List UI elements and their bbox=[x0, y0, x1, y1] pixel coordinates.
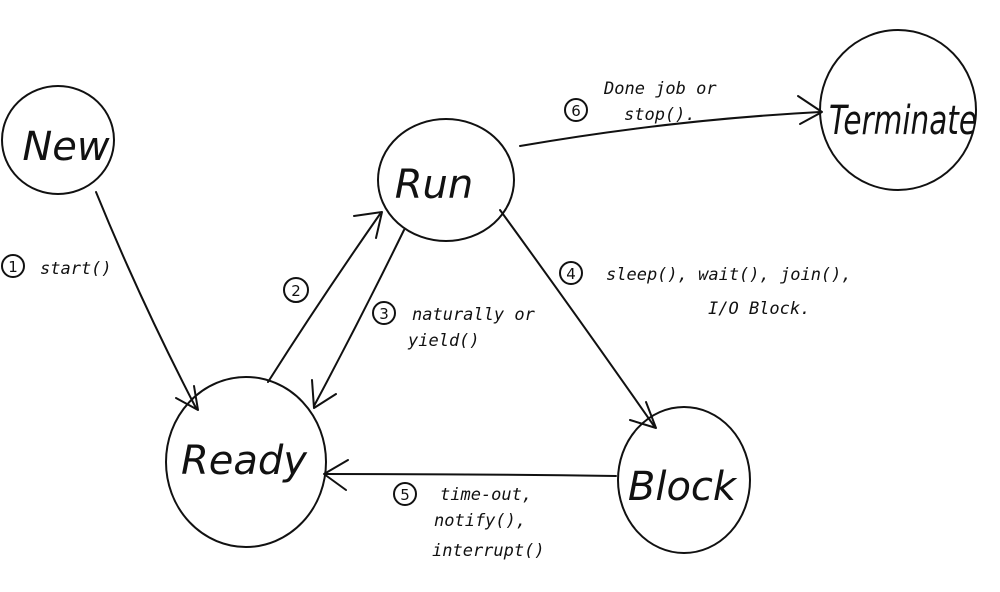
transition-1-label: start() bbox=[40, 259, 112, 279]
transition-1-new-to-ready: 1 start() bbox=[1, 191, 199, 411]
transition-4-label-line-1: sleep(), wait(), join(), bbox=[606, 265, 852, 285]
transition-4-number-marker bbox=[559, 261, 583, 285]
transition-6-arrowhead bbox=[797, 95, 823, 125]
transition-6-label-line-1: Done job or bbox=[603, 79, 717, 99]
transition-4-arrowhead bbox=[629, 401, 657, 429]
transition-1-number-marker bbox=[1, 254, 25, 278]
transition-4-arrow bbox=[499, 209, 655, 427]
transition-6-run-to-terminate: 6 Done job or stop(). bbox=[519, 79, 823, 147]
state-terminate-label: Terminate bbox=[829, 98, 977, 144]
state-run-label: Run bbox=[395, 162, 474, 208]
transition-2-ready-to-run: 2 bbox=[267, 211, 383, 383]
transition-1-number: 1 bbox=[8, 258, 18, 276]
transition-2-number-marker bbox=[283, 277, 309, 303]
transition-5-number-marker bbox=[393, 482, 417, 506]
transition-6-arrow bbox=[519, 111, 821, 147]
transition-1-arrowhead bbox=[175, 385, 199, 411]
transition-5-label-line-2: notify(), bbox=[434, 511, 526, 531]
transition-2-arrowhead bbox=[353, 211, 383, 239]
state-terminate: Terminate bbox=[819, 29, 977, 191]
state-block: Block bbox=[617, 406, 751, 554]
transition-5-block-to-ready: 5 time-out, notify(), interrupt() bbox=[323, 459, 617, 561]
state-block-label: Block bbox=[628, 464, 738, 510]
transition-6-number: 6 bbox=[571, 102, 581, 120]
transition-3-number: 3 bbox=[379, 305, 389, 323]
transition-6-number-marker bbox=[564, 98, 588, 122]
transition-3-label-line-2: yield() bbox=[407, 331, 480, 351]
state-ready: Ready bbox=[165, 376, 327, 548]
transition-5-label-line-3: interrupt() bbox=[432, 541, 545, 561]
transition-4-run-to-block: 4 sleep(), wait(), join(), I/O Block. bbox=[499, 209, 852, 429]
transition-5-label-line-1: time-out, bbox=[440, 485, 532, 505]
transition-5-arrow bbox=[325, 473, 617, 477]
transition-3-number-marker bbox=[372, 301, 396, 325]
state-ready-label: Ready bbox=[181, 438, 308, 484]
transition-5-arrowhead bbox=[323, 459, 349, 491]
transition-1-arrow bbox=[95, 191, 197, 409]
transition-3-label-line-1: naturally or bbox=[412, 305, 536, 325]
state-new-label: New bbox=[22, 124, 110, 170]
transition-2-number: 2 bbox=[291, 282, 301, 300]
transition-4-label-line-2: I/O Block. bbox=[708, 299, 810, 319]
transition-2-arrow bbox=[267, 213, 381, 383]
transition-3-arrow bbox=[313, 229, 405, 407]
transition-3-arrowhead bbox=[311, 379, 337, 409]
transition-6-label-line-2: stop(). bbox=[624, 105, 696, 125]
transition-5-number: 5 bbox=[400, 486, 410, 504]
transition-3-run-to-ready: 3 naturally or yield() bbox=[311, 229, 536, 409]
state-new: New bbox=[1, 85, 115, 195]
state-run: Run bbox=[377, 118, 515, 242]
transition-4-number: 4 bbox=[566, 265, 576, 283]
